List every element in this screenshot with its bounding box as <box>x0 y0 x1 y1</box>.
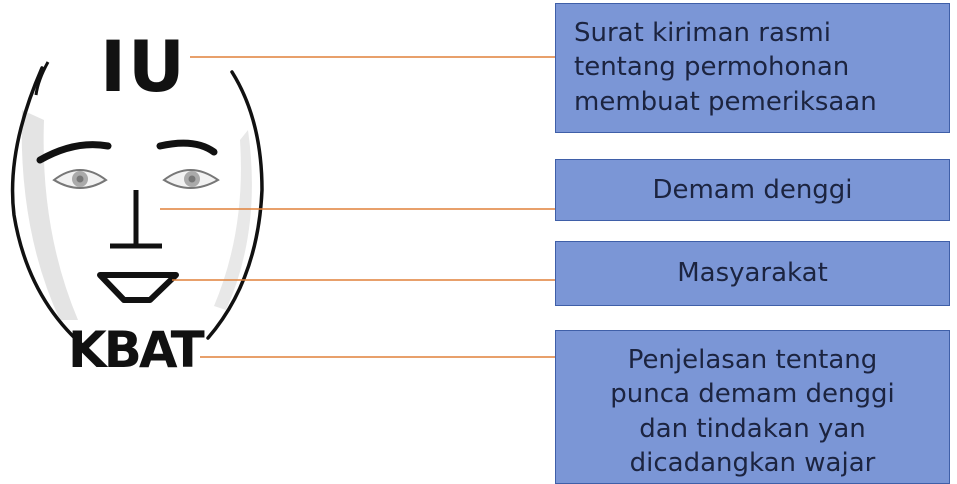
box-line: dicadangkan wajar <box>629 447 876 478</box>
box-line: Demam denggi <box>652 175 853 205</box>
box-line: Masyarakat <box>677 258 828 288</box>
mouth <box>97 272 179 303</box>
box-line: Surat kiriman rasmi <box>574 18 831 48</box>
left-cheek-shading <box>21 110 78 320</box>
box-line: membuat pemeriksaan <box>574 86 877 117</box>
box-masyarakat: Masyarakat <box>555 241 950 306</box>
box-line: tentang permohonan <box>574 52 850 83</box>
left-eyebrow <box>36 141 112 164</box>
box-demam-denggi: Demam denggi <box>555 159 950 221</box>
right-cheek-shading <box>214 130 252 310</box>
box-penjelasan: Penjelasan tentang punca demam denggi da… <box>555 330 950 484</box>
box-line: dan tindakan yan <box>639 413 866 444</box>
box-line: punca demam denggi <box>610 379 895 410</box>
box-line: Penjelasan tentang <box>627 345 878 375</box>
box-surat-kiriman: Surat kiriman rasmi tentang permohonan m… <box>555 3 950 133</box>
right-eyebrow <box>156 139 218 156</box>
face-left-top <box>34 61 50 96</box>
label-kbat: KBAT <box>68 321 205 379</box>
face-left-contour <box>10 66 90 352</box>
face-right-contour <box>206 70 264 340</box>
label-iu: IU <box>100 26 187 108</box>
